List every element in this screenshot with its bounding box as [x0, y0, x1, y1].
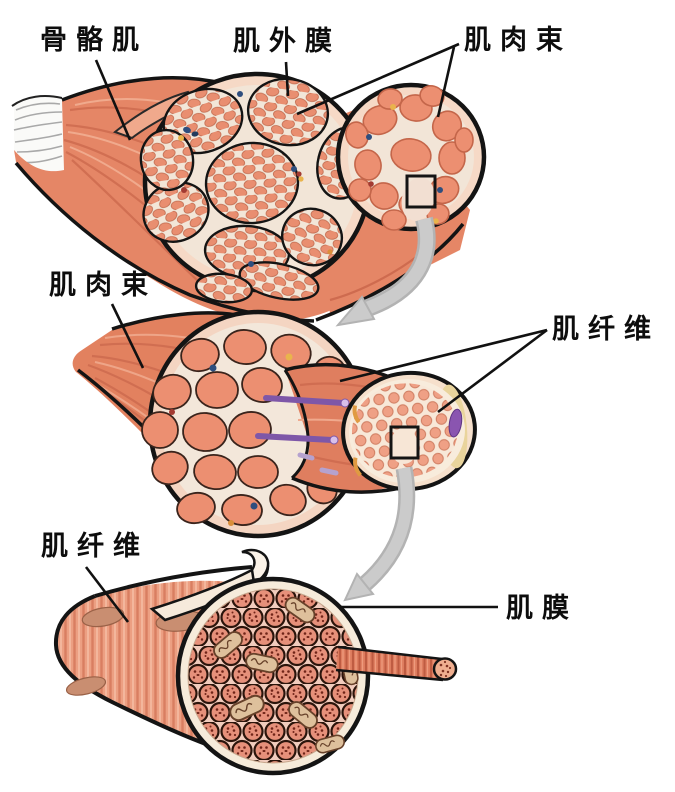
- pointer-lines-top: [94, 42, 460, 141]
- label-muscle-fiber-middle: 肌纤维: [552, 314, 660, 345]
- label-sarcolemma: 肌膜: [506, 593, 578, 624]
- label-fascicle-top: 肌肉束: [464, 25, 572, 56]
- label-skeletal-muscle: 骨骼肌: [40, 25, 148, 56]
- label-epimysium: 肌外膜: [233, 26, 341, 57]
- myofibril: [335, 645, 458, 682]
- zoom-arrow-top-icon: [335, 216, 436, 327]
- pointer-lines-bottom: [84, 566, 498, 623]
- blood-vessel-dots: [178, 91, 333, 267]
- tendon: [11, 95, 74, 174]
- pointer-lines-middle: [110, 303, 548, 414]
- muscle-fiber-section: [53, 548, 498, 776]
- muscle-fiber-cut-face: [175, 576, 371, 776]
- zoom-highlight-box-middle: [389, 425, 420, 460]
- fascicle-cross-section: [335, 82, 487, 232]
- zoom-arrow-middle-icon: [343, 466, 416, 602]
- label-muscle-fiber-bottom: 肌纤维: [41, 531, 149, 562]
- whole-muscle-section: [11, 42, 487, 327]
- fascicle-section: [72, 303, 548, 602]
- label-fascicle-middle: 肌肉束: [49, 270, 157, 301]
- zoom-highlight-box-top: [405, 174, 437, 209]
